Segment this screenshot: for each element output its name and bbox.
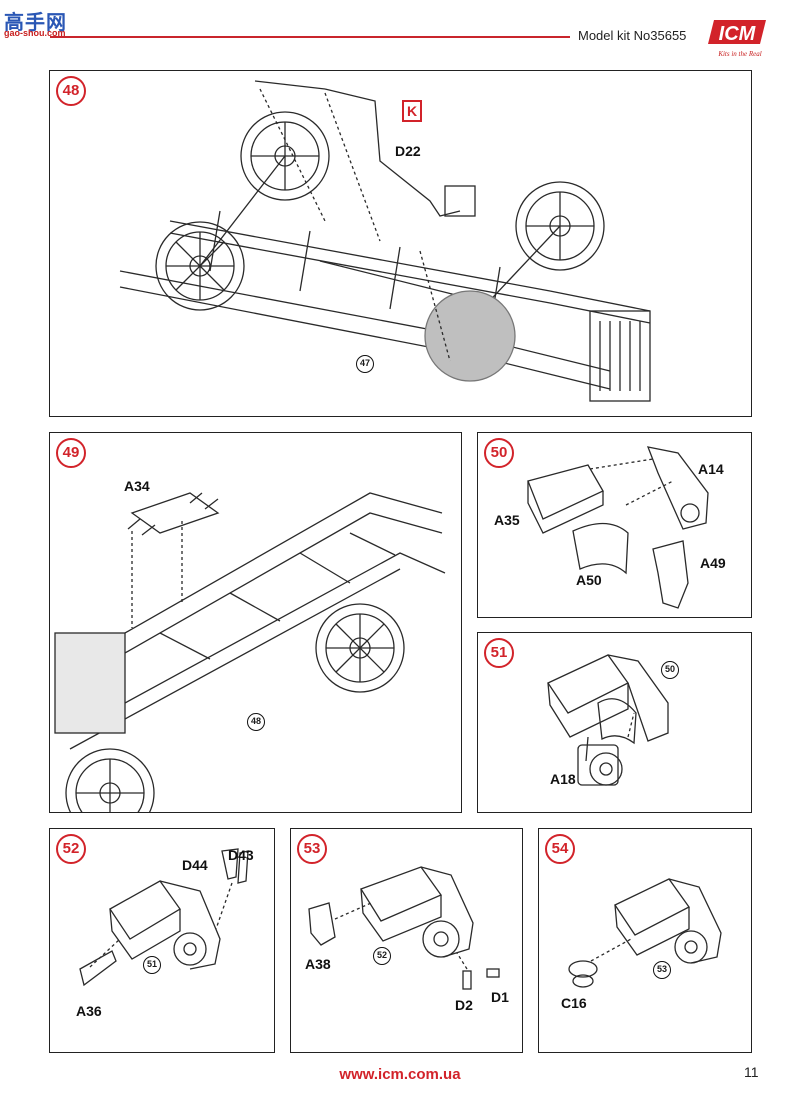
- ref-circle-53: 53: [653, 961, 671, 979]
- part-label-d22: D22: [395, 143, 421, 159]
- part-label-a34: A34: [124, 478, 150, 494]
- part-label-d43: D43: [228, 847, 254, 863]
- parts-drawing-52: [79, 848, 249, 987]
- ref-circle-50: 50: [661, 661, 679, 679]
- ref-circle-48: 48: [247, 713, 265, 731]
- part-label-a14: A14: [698, 461, 724, 477]
- ref-circle-51: 51: [143, 956, 161, 974]
- part-label-d2: D2: [455, 997, 473, 1013]
- parts-drawing-50: [527, 446, 709, 609]
- header-rule: [50, 36, 570, 38]
- footer-website-link[interactable]: www.icm.com.ua: [339, 1066, 461, 1083]
- page-number: 11: [744, 1064, 759, 1080]
- parts-drawing-53: [308, 866, 500, 990]
- part-label-a50: A50: [576, 572, 602, 588]
- step-49-panel: 49 A34 48: [49, 432, 462, 813]
- part-label-d44: D44: [182, 857, 208, 873]
- marker-k: K: [402, 100, 422, 122]
- part-label-a35: A35: [494, 512, 520, 528]
- part-label-d1: D1: [491, 989, 509, 1005]
- ref-circle-47: 47: [356, 355, 374, 373]
- model-kit-number: Model kit No35655: [578, 28, 687, 43]
- part-label-a18: A18: [550, 771, 576, 787]
- step-number-51: 51: [484, 638, 514, 668]
- icm-logo: ICM Kits in the Real: [706, 14, 772, 60]
- watermark-subtext: gao-shou.com: [4, 28, 66, 38]
- icm-logo-text: ICM: [719, 23, 757, 45]
- step-50-panel: 50 A14 A35 A50 A49: [477, 432, 752, 618]
- part-label-a49: A49: [700, 555, 726, 571]
- part-label-c16: C16: [561, 995, 587, 1011]
- ref-circle-52: 52: [373, 947, 391, 965]
- step-number-50: 50: [484, 438, 514, 468]
- step-51-panel: 51 A18 50: [477, 632, 752, 813]
- step-54-panel: 54 C16 53: [538, 828, 752, 1053]
- parts-drawing-51: [547, 654, 669, 786]
- step-53-panel: 53 A38 D2 D1 52: [290, 828, 523, 1053]
- parts-drawing-54: [568, 878, 722, 988]
- icm-tagline: Kits in the Real: [717, 50, 761, 58]
- part-label-a36: A36: [76, 1003, 102, 1019]
- step-48-panel: 48 K D22 47: [49, 70, 752, 417]
- part-label-a38: A38: [305, 956, 331, 972]
- step-52-panel: 52 D44 D43 A36 51: [49, 828, 275, 1053]
- watermark-text: 高手网: [4, 12, 67, 34]
- chassis-drawing-49: [54, 492, 446, 812]
- step-number-52: 52: [56, 834, 86, 864]
- step-number-49: 49: [56, 438, 86, 468]
- step-number-53: 53: [297, 834, 327, 864]
- watermark-logo: 高手网 gao-shou.com: [4, 6, 74, 40]
- step-number-54: 54: [545, 834, 575, 864]
- chassis-drawing-48: [119, 80, 651, 402]
- step-number-48: 48: [56, 76, 86, 106]
